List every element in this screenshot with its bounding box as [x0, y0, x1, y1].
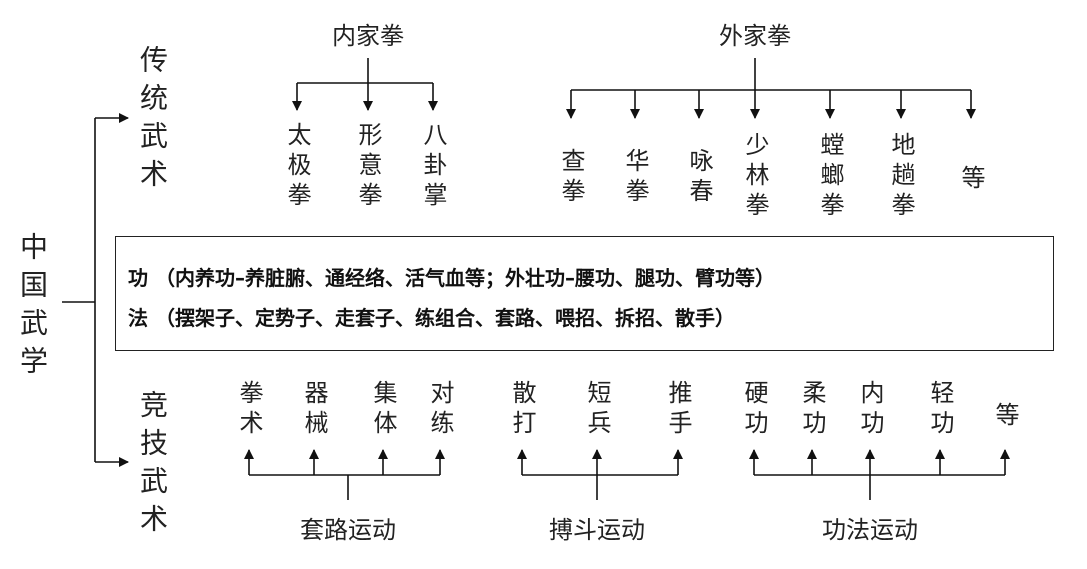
category-item: 查拳 — [557, 148, 585, 208]
category-item: 等 — [957, 165, 985, 195]
category-item: 华拳 — [621, 148, 649, 208]
internal-label: 内家拳 — [332, 22, 404, 50]
group-label-gongfa: 功法运动 — [822, 516, 918, 544]
competitive-label: 竞技武术 — [136, 390, 169, 542]
category-item: 形意拳 — [354, 122, 382, 212]
category-item: 集体 — [369, 380, 397, 440]
external-label: 外家拳 — [719, 22, 791, 50]
category-item: 器械 — [300, 380, 328, 440]
category-item: 少林拳 — [741, 132, 769, 222]
gongfa-box: 功 （内养功–养脏腑、通经络、活气血等；外壮功–腰功、腿功、臂功等） 法 （摆架… — [115, 236, 1054, 351]
category-item: 地趟拳 — [887, 132, 915, 222]
category-item: 螳螂拳 — [816, 132, 844, 222]
category-item: 轻功 — [926, 380, 954, 440]
category-item: 对练 — [426, 380, 454, 440]
category-item: 八卦掌 — [419, 122, 447, 212]
category-item: 推手 — [664, 380, 692, 440]
category-item: 硬功 — [740, 380, 768, 440]
category-item: 等 — [991, 402, 1019, 432]
gong-line: 功 （内养功–养脏腑、通经络、活气血等；外壮功–腰功、腿功、臂功等） — [128, 266, 775, 290]
category-item: 咏春 — [685, 148, 713, 208]
group-label-taolu: 套路运动 — [300, 516, 396, 544]
category-item: 柔功 — [798, 380, 826, 440]
category-item: 内功 — [856, 380, 884, 440]
category-item: 短兵 — [583, 380, 611, 440]
category-item: 散打 — [508, 380, 536, 440]
category-item: 拳术 — [235, 380, 263, 440]
group-label-bodou: 搏斗运动 — [549, 516, 645, 544]
root-label: 中国武学 — [16, 232, 49, 384]
category-item: 太极拳 — [283, 122, 311, 212]
traditional-label: 传统武术 — [136, 45, 169, 197]
fa-line: 法 （摆架子、定势子、走套子、练组合、套路、喂招、拆招、散手） — [128, 306, 735, 330]
